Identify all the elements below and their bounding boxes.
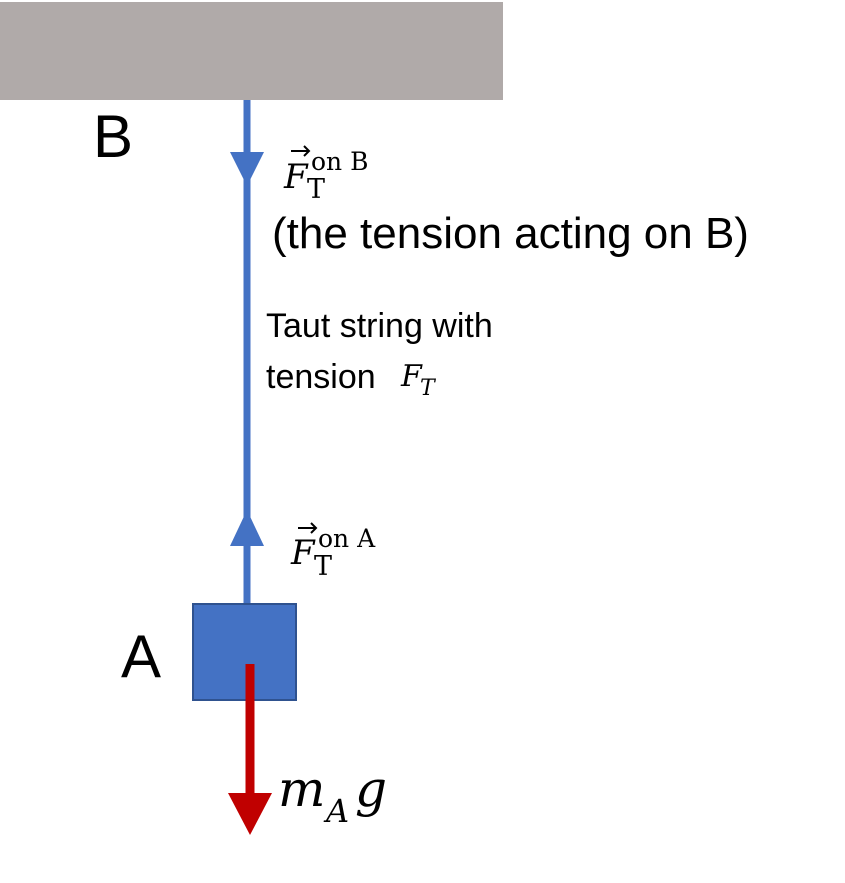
tension-b-symbol: F [283,157,309,197]
tension-b-note: (the tension acting on B) [272,209,749,258]
block-a [192,603,297,701]
string-line2-symbol: F [400,359,423,394]
point-a-label: A [121,623,161,690]
ceiling [0,2,503,100]
tension-a-symbol: F [290,533,316,573]
tension-on-a-arrowhead [230,510,264,546]
vector-arrow-icon [298,522,318,534]
weight-symbol-m: m [278,760,325,818]
string-line2-text: tension [266,358,376,396]
tension-b-subscript: T [307,174,325,205]
gravity-arrowhead [228,793,272,835]
vector-arrow-icon [291,145,311,157]
string-description-line2: tension F T [266,358,437,401]
tension-a-subscript: T [314,551,332,582]
point-b-label: B [93,103,133,170]
tension-on-a-label: F T on A [290,522,376,582]
weight-subscript: A [323,792,349,830]
weight-label: m A g [278,760,387,830]
weight-symbol-g: g [355,760,387,818]
tension-on-b-label: F T on B [283,145,368,205]
string-line2-subscript: T [420,376,437,401]
tension-b-superscript: on B [311,147,368,176]
string-description-line1: Taut string with [266,307,493,345]
tension-a-superscript: on A [318,524,376,553]
tension-on-b-arrowhead [230,152,264,186]
